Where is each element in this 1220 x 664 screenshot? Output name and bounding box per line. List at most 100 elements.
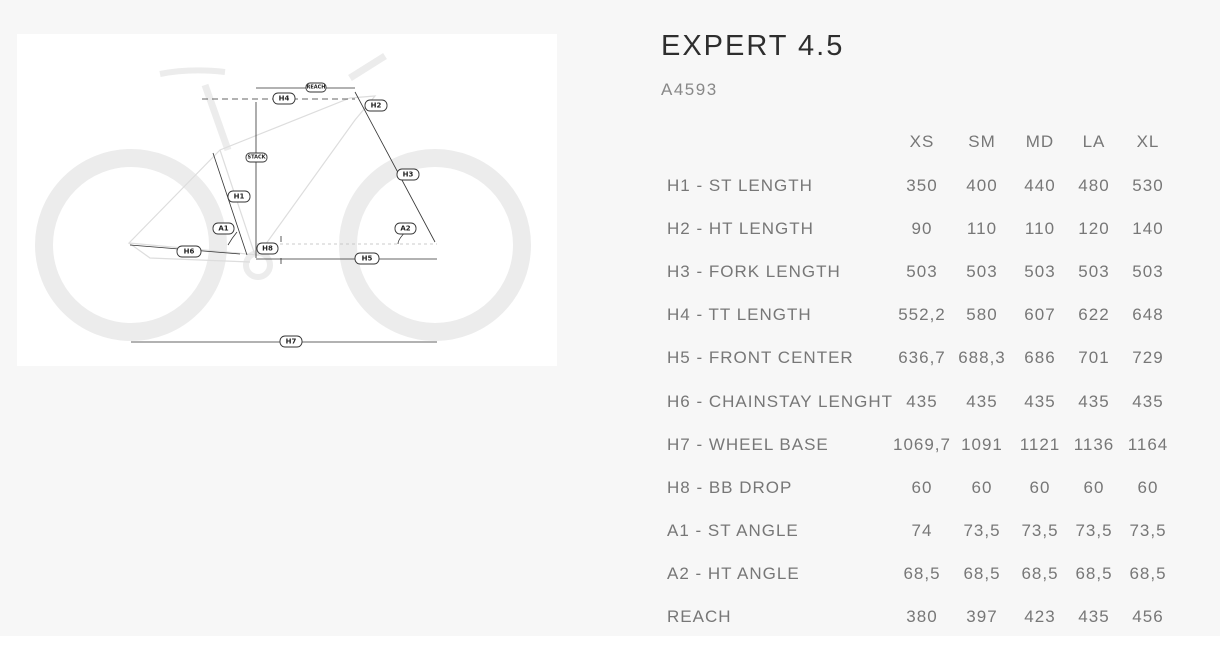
measure-value: 1069,7 [892,434,951,454]
measure-value: 1091 [961,434,1003,454]
product-code: A4593 [661,80,718,99]
measure-value: 435 [906,391,938,411]
measure-value: 729 [1132,348,1164,368]
table-row: REACH 380 397 423 435 456 [661,596,1175,639]
measure-value: 73,5 [1021,521,1059,541]
measure-name: A1 - ST ANGLE [667,521,799,541]
label-a2: A2 [400,225,410,233]
measure-name: H4 - TT LENGTH [667,305,812,325]
measure-value: 120 [1078,218,1110,238]
measure-value: 1136 [1073,434,1115,454]
measure-value: 530 [1132,175,1164,195]
geometry-table: XS SM MD LA XL H1 - ST LENGTH 350 400 440 48… [661,120,1175,639]
size-header: SM [968,132,996,151]
measure-value: 60 [911,477,933,497]
measure-value: 397 [966,607,998,627]
label-h2: H2 [371,102,382,110]
measure-value: 380 [906,607,938,627]
measure-value: 73,5 [963,521,1001,541]
measure-name: H3 - FORK LENGTH [667,261,841,281]
measure-value: 350 [906,175,938,195]
measure-name: H7 - WHEEL BASE [667,434,829,454]
label-h7: H7 [286,338,297,346]
measure-value: 110 [966,218,998,238]
rear-wheel [35,149,227,341]
measure-value: 503 [906,261,938,281]
label-h5: H5 [362,255,373,263]
stem [348,53,387,81]
bike-geometry-diagram: REACH H4 H2 STACK H3 H1 A1 A2 H6 H8 H5 H… [17,34,557,366]
measure-value: 503 [1024,261,1056,281]
product-title: EXPERT 4.5 [661,30,845,62]
label-h6: H6 [184,248,195,256]
measure-value: 73,5 [1075,521,1113,541]
table-row: H1 - ST LENGTH 350 400 440 480 530 [661,164,1175,207]
measure-value: 440 [1024,175,1056,195]
measure-value: 503 [1078,261,1110,281]
measure-value: 435 [1024,391,1056,411]
measure-name: H1 - ST LENGTH [667,175,813,195]
measure-value: 435 [1078,391,1110,411]
measure-value: 580 [966,305,998,325]
chainring [243,250,273,280]
measure-value: 503 [966,261,998,281]
measure-value: 140 [1132,218,1164,238]
measure-value: 68,5 [1129,564,1167,584]
table-row: H5 - FRONT CENTER 636,7 688,3 686 701 729 [661,337,1175,380]
measure-value: 503 [1132,261,1164,281]
measure-value: 60 [1029,477,1051,497]
size-header-row: XS SM MD LA XL [661,120,1175,164]
saddle [159,67,226,77]
size-header: XS [909,132,935,151]
size-header: XL [1136,132,1160,151]
dimension-labels [176,82,420,348]
measure-value: 686 [1024,348,1056,368]
front-wheel [339,149,531,341]
measure-value: 456 [1132,607,1164,627]
seatpost [201,83,232,152]
size-header: MD [1025,132,1055,151]
measure-value: 400 [966,175,998,195]
measure-value: 68,5 [903,564,941,584]
header-spacer [661,120,893,164]
measure-value: 688,3 [958,348,1006,368]
label-h4: H4 [279,95,290,103]
measure-value: 68,5 [1075,564,1113,584]
measure-name: H6 - CHAINSTAY LENGHT [667,391,893,411]
measure-value: 110 [1024,218,1056,238]
measure-name: H8 - BB DROP [667,477,793,497]
measure-value: 60 [971,477,993,497]
measure-value: 648 [1132,305,1164,325]
size-header: LA [1082,132,1106,151]
measure-value: 607 [1024,305,1056,325]
label-h3: H3 [403,171,414,179]
measure-value: 60 [1137,477,1159,497]
label-h8: H8 [262,245,273,253]
measure-value: 480 [1078,175,1110,195]
measure-value: 1164 [1127,434,1169,454]
measure-name: A2 - HT ANGLE [667,564,800,584]
measure-value: 435 [1078,607,1110,627]
measure-value: 435 [1132,391,1164,411]
measure-value: 636,7 [898,348,946,368]
table-row: H7 - WHEEL BASE 1069,7 1091 1121 1136 1164 [661,423,1175,466]
label-stack: STACK [247,155,266,161]
measure-value: 90 [911,218,933,238]
table-row: H8 - BB DROP 60 60 60 60 60 [661,466,1175,509]
measure-value: 60 [1083,477,1105,497]
measure-value: 622 [1078,305,1110,325]
bike-silhouette [35,53,531,341]
table-row: H6 - CHAINSTAY LENGHT 435 435 435 435 435 [661,380,1175,423]
measure-value: 435 [966,391,998,411]
label-a1: A1 [218,225,228,233]
measure-value: 74 [911,521,933,541]
measure-name: REACH [667,607,732,627]
measure-value: 701 [1078,348,1110,368]
measure-name: H5 - FRONT CENTER [667,348,854,368]
measure-value: 423 [1024,607,1056,627]
measure-value: 1121 [1019,434,1061,454]
